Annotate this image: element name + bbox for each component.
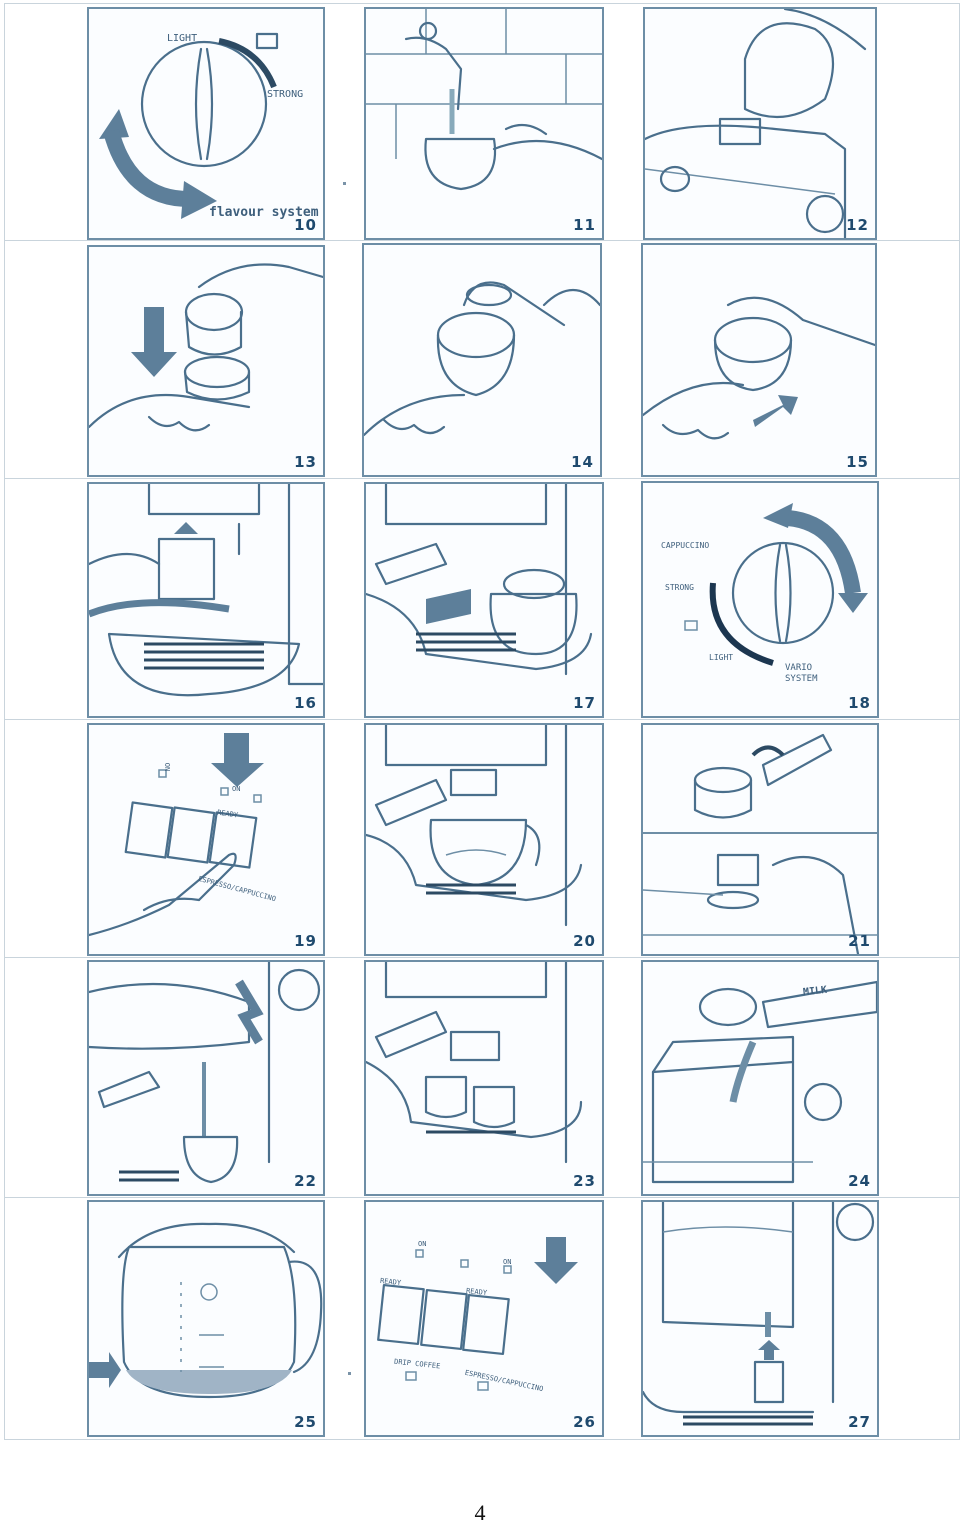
vario-system-label: VARIO SYSTEM <box>785 663 818 684</box>
panel-15: 15 <box>641 243 877 477</box>
strong-label: STRONG <box>665 583 694 592</box>
panel-number: 24 <box>848 1172 871 1190</box>
panel-number: 11 <box>573 216 596 234</box>
page-number: 4 <box>474 1500 486 1525</box>
panel-22: 22 <box>87 960 325 1196</box>
on-label: ON <box>418 1240 427 1248</box>
cappuccino-label: CAPPUCCINO <box>661 541 710 550</box>
on-label: ON <box>503 1258 512 1266</box>
row-divider <box>4 478 959 479</box>
scan-dot <box>343 182 346 185</box>
panel-17: 17 <box>364 482 604 718</box>
panel-number: 15 <box>846 453 869 471</box>
panel-number: 18 <box>848 694 871 712</box>
on-label: ON <box>163 762 172 772</box>
panel-number: 27 <box>848 1413 871 1431</box>
panel-number: 21 <box>848 932 871 950</box>
panel-14: 14 <box>362 243 602 477</box>
panel-19: ON ON READY ESPRESSO/CAPPUCCINO 19 <box>87 723 325 956</box>
panel-26: ON ON READY READY DRIP COFFEE ESPRESSO/C… <box>364 1200 604 1437</box>
panel-number: 19 <box>294 932 317 950</box>
panel-number: 25 <box>294 1413 317 1431</box>
row-divider <box>4 957 959 958</box>
panel-number: 12 <box>846 216 869 234</box>
panel-number: 13 <box>294 453 317 471</box>
panel-24: MILK 24 <box>641 960 879 1196</box>
panel-21: 21 <box>641 723 879 956</box>
panel-11: 11 <box>364 7 604 240</box>
panel-number: 26 <box>573 1413 596 1431</box>
panel-18: CAPPUCCINO STRONG LIGHT VARIO SYSTEM 18 <box>641 481 879 718</box>
flavour-system-label: flavour system <box>209 205 319 220</box>
light-label: LIGHT <box>709 653 734 662</box>
panel-23: 23 <box>364 960 604 1196</box>
panel-number: 17 <box>573 694 596 712</box>
light-label: LIGHT <box>167 33 198 44</box>
panel-number: 20 <box>573 932 596 950</box>
panel-13: 13 <box>87 245 325 477</box>
row-divider <box>4 240 959 241</box>
panel-number: 14 <box>571 453 594 471</box>
panel-12: 12 <box>643 7 877 240</box>
panel-25: 25 <box>87 1200 325 1437</box>
strong-label: STRONG <box>267 89 304 100</box>
panel-16: 16 <box>87 482 325 718</box>
panel-number: 10 <box>294 216 317 234</box>
panel-number: 23 <box>573 1172 596 1190</box>
row-divider <box>4 719 959 720</box>
scan-dot <box>348 1372 351 1375</box>
panel-number: 22 <box>294 1172 317 1190</box>
panel-20: 20 <box>364 723 604 956</box>
panel-10: LIGHT STRONG flavour system 10 <box>87 7 325 240</box>
panel-number: 16 <box>294 694 317 712</box>
on-label: ON <box>232 785 241 793</box>
panel-27: 27 <box>641 1200 879 1437</box>
row-divider <box>4 1197 959 1198</box>
